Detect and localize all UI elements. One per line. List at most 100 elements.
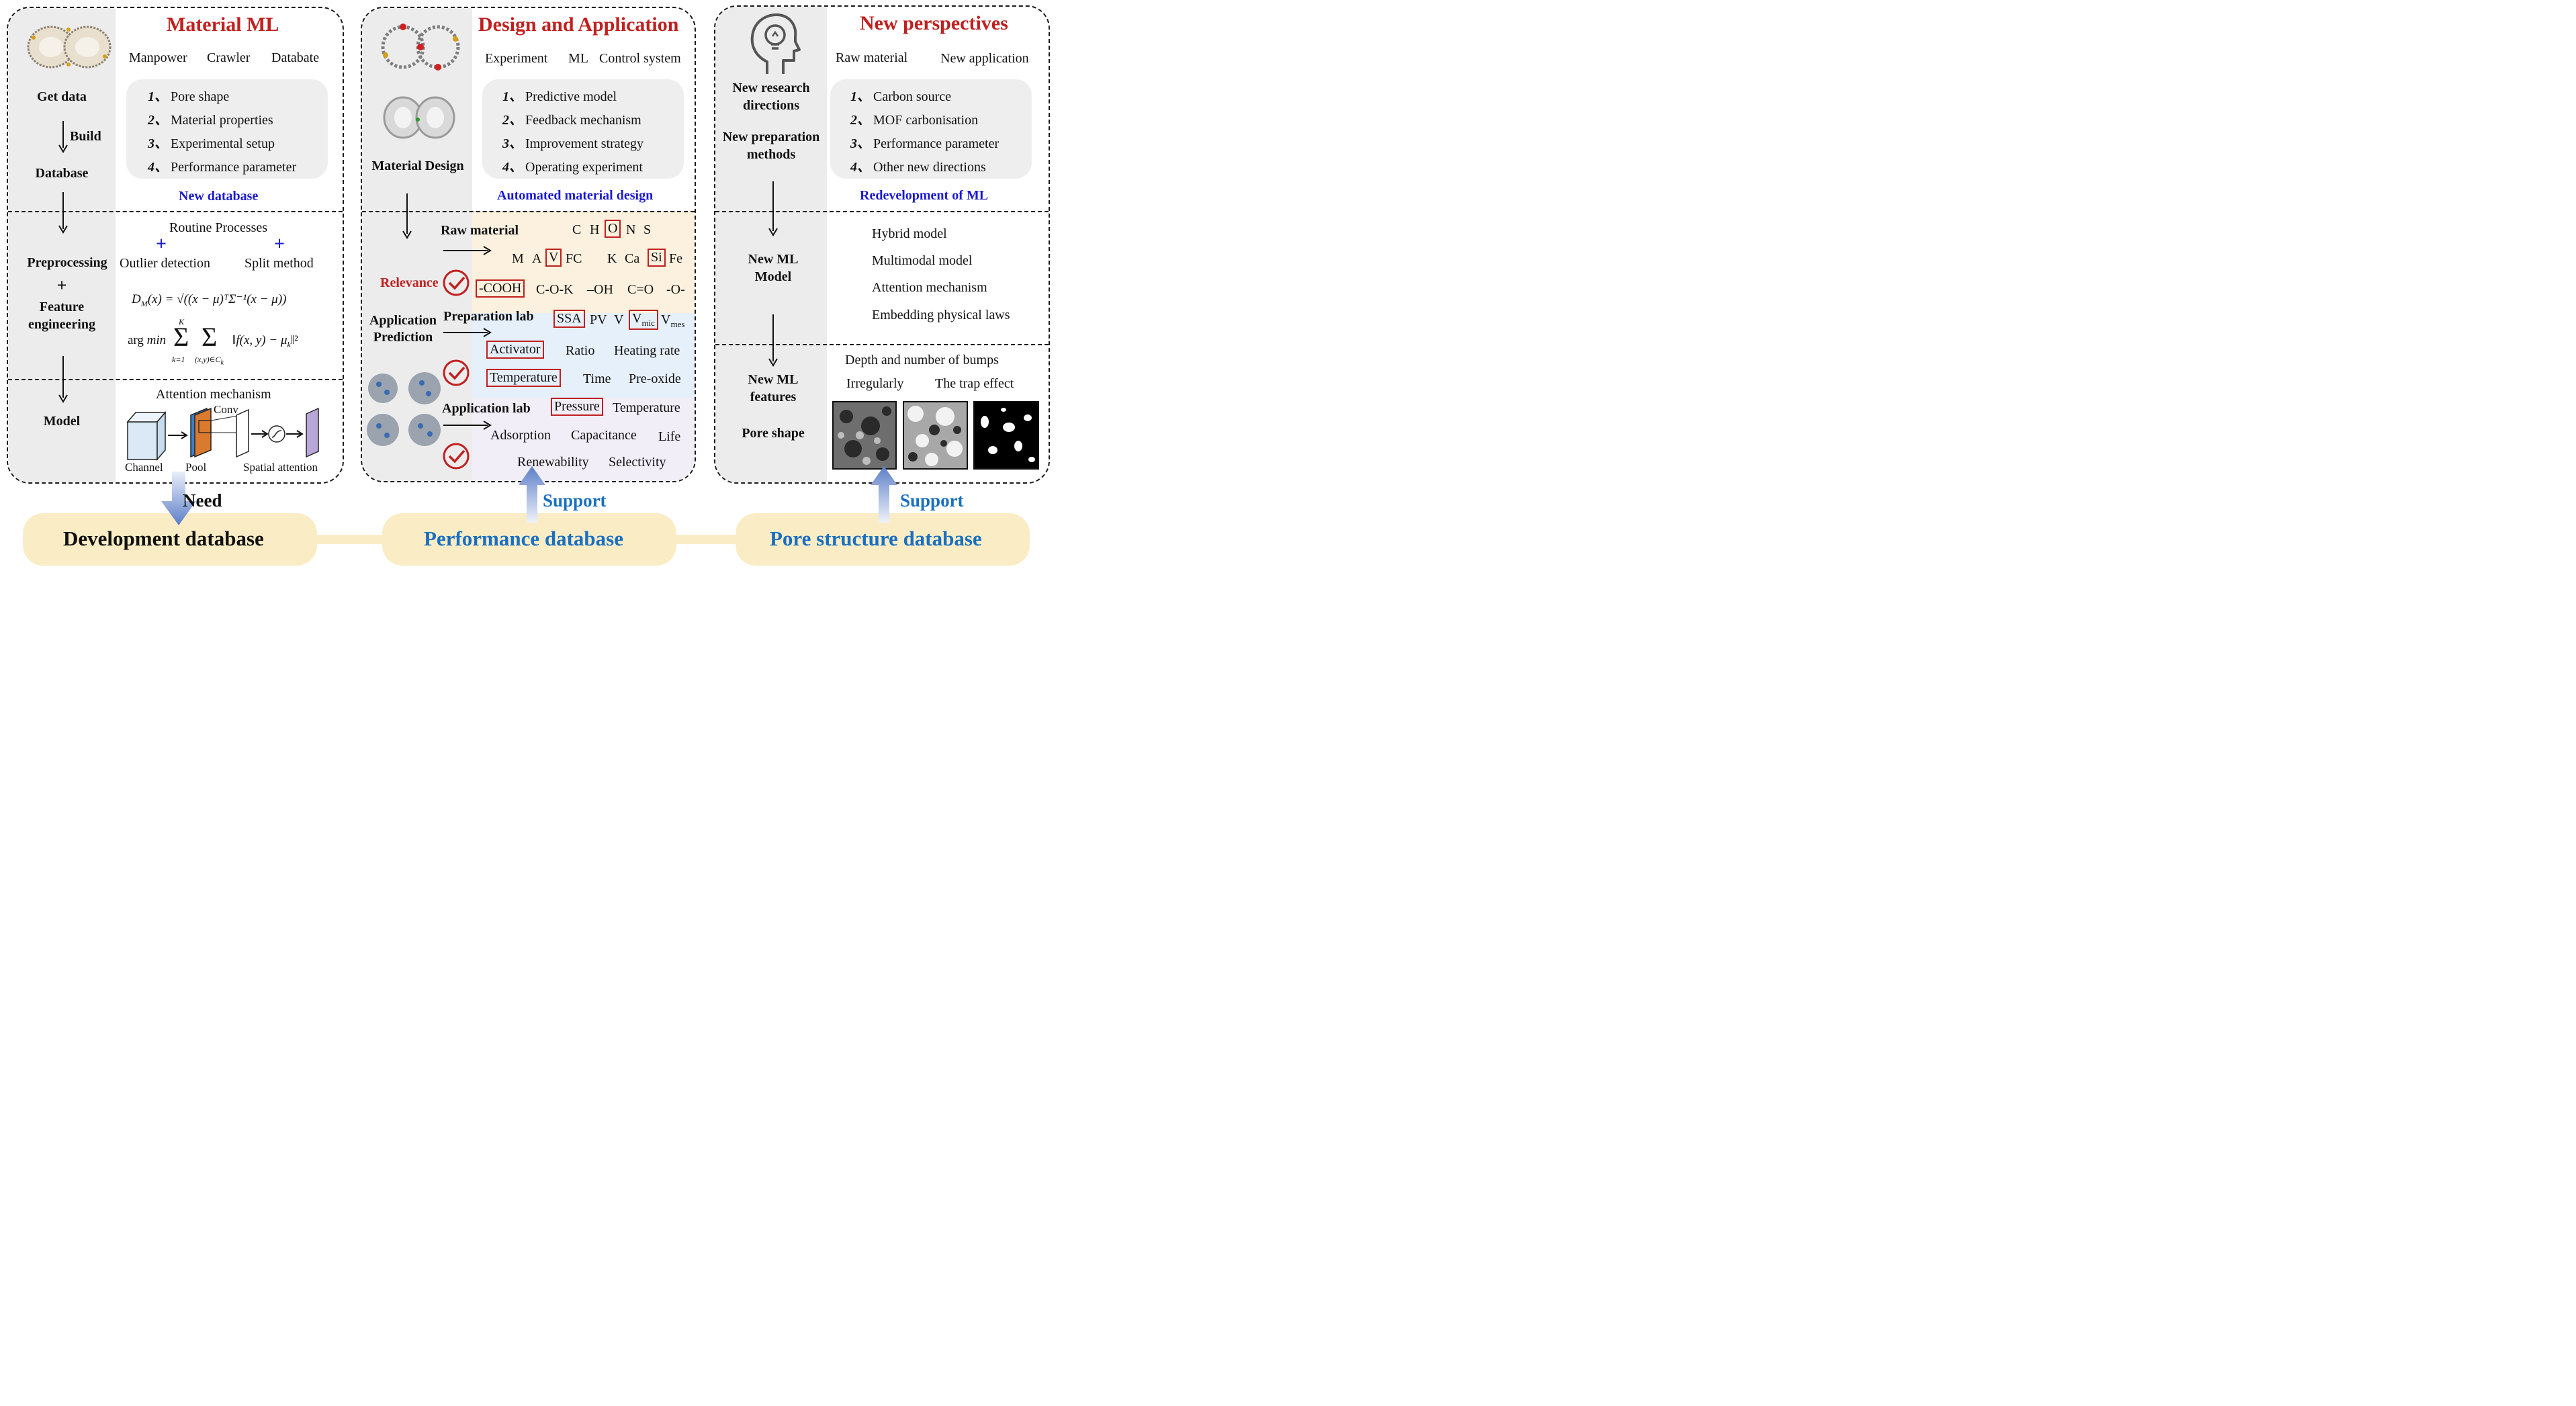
pv-param: PV <box>590 312 607 327</box>
life-param: Life <box>658 429 681 444</box>
heating-rate-param: Heating rate <box>614 343 680 358</box>
new-ml-features-label-2: features <box>750 390 797 404</box>
source-manpower: Manpower <box>129 50 187 65</box>
application-lab-label: Application lab <box>442 401 531 416</box>
source-new-application: New application <box>940 51 1029 66</box>
list-item: 3、Improvement strategy <box>502 136 644 151</box>
application-prediction-label-1: Application <box>369 313 437 328</box>
renewability-param: Renewability <box>517 455 589 470</box>
pore-image-binary <box>973 401 1039 470</box>
capacitance-param: Capacitance <box>571 428 637 443</box>
element-c: C <box>572 222 582 237</box>
v-param: V <box>614 312 624 327</box>
activator-param: Activator <box>486 341 544 359</box>
panel1-divider-2 <box>8 379 343 380</box>
group-oh: –OH <box>587 282 613 297</box>
new-prep-label-1: New preparation <box>722 130 820 144</box>
panel1-subtitle: New database <box>179 189 259 204</box>
pressure-param: Pressure <box>551 398 603 416</box>
panel2-title: Design and Application <box>478 13 679 36</box>
panel1-title: Material ML <box>167 13 279 36</box>
panel3-divider-2 <box>715 344 1049 345</box>
model-physical-laws: Embedding physical laws <box>872 308 1010 322</box>
raw-material-zone <box>472 211 695 313</box>
check-icon-relevance <box>443 269 470 296</box>
preoxide-param: Pre-oxide <box>629 371 681 386</box>
preprocessing-label: Preprocessing <box>27 255 107 270</box>
element-a: A <box>532 251 542 266</box>
database-label: Database <box>35 166 89 181</box>
panel3-divider-1 <box>715 211 1049 212</box>
support-label-2: Support <box>900 490 964 511</box>
panel1-left-column <box>8 8 116 482</box>
source-control-system: Control system <box>599 51 681 66</box>
element-ca: Ca <box>625 251 640 266</box>
list-item: 2、Feedback mechanism <box>502 113 641 128</box>
selectivity-param: Selectivity <box>609 455 666 470</box>
ssa-param: SSA <box>553 310 585 328</box>
element-n: N <box>626 222 636 237</box>
arrow-to-new-features <box>768 314 778 367</box>
new-prep-label-2: methods <box>746 147 796 162</box>
head-lightbulb-icon <box>750 13 801 74</box>
feature-label: Feature <box>39 300 85 314</box>
sum2-symbol: Σ <box>202 322 218 352</box>
panel2-divider <box>362 211 695 212</box>
pore-shape-label: Pore shape <box>742 426 805 441</box>
kmeans-norm: ‖f(x, y) − μk‖² <box>232 333 298 349</box>
new-ml-features-label-1: New ML <box>748 372 799 387</box>
split-method-label: Split method <box>245 256 314 271</box>
panel2-list-box <box>482 79 684 179</box>
panel3-title: New perspectives <box>860 12 1008 34</box>
group-cooh: -COOH <box>476 279 525 298</box>
pore-image-gray <box>832 401 897 470</box>
build-arrow <box>58 121 68 153</box>
support-arrow-up-1 <box>519 466 545 523</box>
arrow-application <box>443 421 492 430</box>
development-database-box[interactable] <box>23 513 317 566</box>
performance-database-label: Performance database <box>424 527 623 550</box>
arrow-database-down <box>58 192 68 234</box>
list-item: 2、Material properties <box>148 113 273 128</box>
preparation-lab-label: Preparation lab <box>443 309 534 324</box>
model-attention: Attention mechanism <box>872 280 987 295</box>
new-ml-model-label-2: Model <box>754 269 792 284</box>
need-label: Need <box>183 490 222 511</box>
list-item: 4、Operating experiment <box>502 160 643 175</box>
panel1-divider-1 <box>8 211 343 212</box>
pore-image-bright <box>903 401 968 470</box>
check-icon-application <box>443 443 470 470</box>
application-zone <box>472 398 695 481</box>
element-si: Si <box>648 249 666 267</box>
arrow-to-model <box>58 356 68 403</box>
group-co: C=O <box>627 282 654 297</box>
development-database-label: Development database <box>63 527 264 550</box>
source-database: Databate <box>271 50 320 65</box>
element-h: H <box>590 222 600 237</box>
list-item: 3、Performance parameter <box>850 136 1000 151</box>
depth-bumps-label: Depth and number of bumps <box>845 353 999 367</box>
time-param: Time <box>583 371 611 386</box>
source-ml: ML <box>568 51 588 66</box>
list-item: 4、Other new directions <box>850 160 986 175</box>
trap-effect-label: The trap effect <box>935 376 1014 391</box>
design-molecule-top <box>381 24 460 71</box>
attention-diagram <box>126 407 319 462</box>
application-prediction-label-2: Prediction <box>373 330 433 345</box>
kmeans-formula-arg: arg min <box>128 333 167 347</box>
adsorption-param: Adsorption <box>490 428 551 443</box>
element-m: M <box>512 251 524 266</box>
support-label-1: Support <box>543 490 607 511</box>
list-item: 4、Performance parameter <box>148 160 297 175</box>
panel3-left-column <box>715 7 827 482</box>
attention-mechanism-label: Attention mechanism <box>156 387 271 402</box>
panel3-list-box <box>830 79 1032 179</box>
molecule-thumbnails <box>367 372 441 446</box>
model-multimodal: Multimodal model <box>872 253 973 268</box>
list-item: 1、Carbon source <box>850 89 952 104</box>
sum2-bottom: (x,y)∈Ck <box>195 355 224 367</box>
routine-processes-label: Routine Processes <box>169 220 268 235</box>
irregularly-label: Irregularly <box>846 376 904 391</box>
list-item: 1、Pore shape <box>148 89 230 104</box>
arrow-raw-material <box>443 246 492 255</box>
